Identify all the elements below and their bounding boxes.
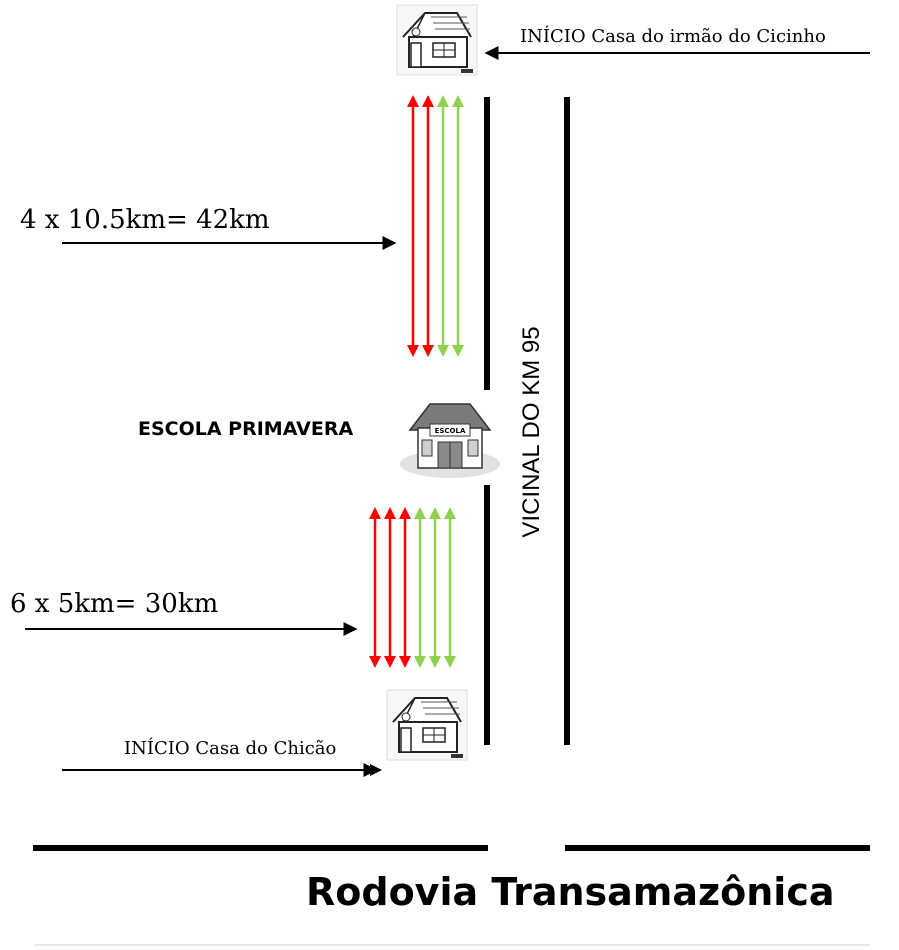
upper-trip-arrowhead-bottom	[452, 345, 464, 357]
road-name-label: VICINAL DO KM 95	[518, 326, 545, 538]
lower-trip-arrowhead-top	[399, 507, 411, 519]
trip-arrows-group	[369, 95, 464, 668]
lower-trip-arrowhead-bottom	[414, 656, 426, 668]
upper-trip-arrowhead-bottom	[437, 345, 449, 357]
highway-label: Rodovia Transamazônica	[306, 870, 835, 914]
lower-trip-arrowhead-top	[414, 507, 426, 519]
school-sign-text: ESCOLA	[435, 427, 466, 435]
start-bottom-label: INÍCIO Casa do Chicão	[124, 738, 337, 759]
lower-trip-arrowhead-bottom	[369, 656, 381, 668]
school-icon: ESCOLA	[400, 403, 500, 478]
upper-trip-arrowhead-top	[407, 95, 419, 107]
upper-trip-arrowhead-top	[422, 95, 434, 107]
lower-trip-arrowhead-top	[369, 507, 381, 519]
school-label: ESCOLA PRIMAVERA	[138, 418, 354, 440]
upper-trip-arrowhead-bottom	[422, 345, 434, 357]
upper-distance-label: 4 x 10.5km= 42km	[20, 205, 270, 235]
lower-trip-arrowhead-top	[384, 507, 396, 519]
upper-trip-arrowhead-bottom	[407, 345, 419, 357]
lower-trip-arrowhead-bottom	[429, 656, 441, 668]
upper-trip-arrowhead-top	[452, 95, 464, 107]
lower-distance-label: 6 x 5km= 30km	[10, 589, 219, 619]
lower-trip-arrowhead-top	[444, 507, 456, 519]
house-top-icon	[396, 4, 478, 76]
lower-trip-arrowhead-bottom	[444, 656, 456, 668]
lower-trip-arrowhead-bottom	[384, 656, 396, 668]
start-bottom-double-head	[370, 764, 382, 776]
house-bottom-icon	[386, 689, 468, 761]
lower-trip-arrowhead-bottom	[399, 656, 411, 668]
upper-trip-arrowhead-top	[437, 95, 449, 107]
lower-trip-arrowhead-top	[429, 507, 441, 519]
start-top-label: INÍCIO Casa do irmão do Cicinho	[520, 26, 826, 47]
